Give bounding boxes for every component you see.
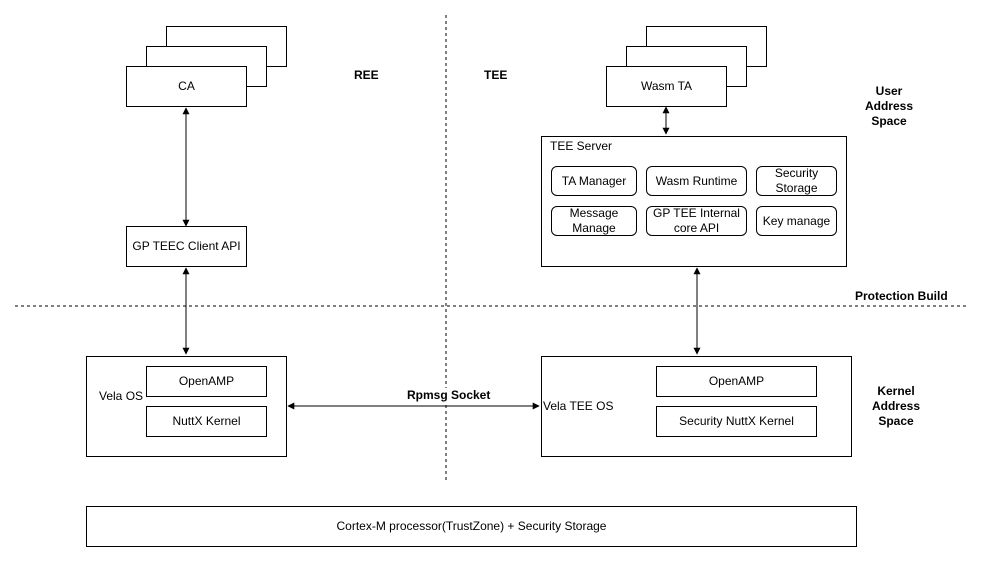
nuttx-kernel-label: NuttX Kernel (172, 414, 241, 428)
hardware-label: Cortex-M processor(TrustZone) + Security… (336, 519, 607, 533)
gp-tee-internal-api-label: GP TEE Internal core API (653, 206, 740, 235)
key-manage-label: Key manage (762, 213, 831, 228)
kernel-address-space-label: Kernel Address Space (871, 384, 921, 428)
ta-manager-module: TA Manager (551, 166, 637, 196)
wasm-runtime-module: Wasm Runtime (646, 166, 747, 196)
gp-tee-internal-api-module: GP TEE Internal core API (646, 206, 747, 236)
wasm-runtime-label: Wasm Runtime (655, 173, 738, 188)
ree-label: REE (354, 68, 379, 82)
client-api-label: GP TEEC Client API (132, 239, 241, 253)
tee-server-title: TEE Server (550, 139, 613, 153)
user-address-space-label: User Address Space (864, 84, 914, 128)
ca-box: CA (126, 66, 247, 107)
rpmsg-socket-label: Rpmsg Socket (406, 388, 492, 403)
message-manage-module: Message Manage (551, 206, 637, 236)
wasm-ta-box: Wasm TA (606, 66, 727, 107)
wasm-ta-label: Wasm TA (640, 79, 693, 93)
security-storage-module: Security Storage (756, 166, 837, 196)
hardware-box: Cortex-M processor(TrustZone) + Security… (86, 506, 857, 547)
security-nuttx-kernel-box: Security NuttX Kernel (656, 406, 817, 437)
ree-openamp-label: OpenAMP (178, 374, 235, 388)
tee-server-box: TEE Server (541, 136, 847, 267)
key-manage-module: Key manage (756, 206, 837, 236)
client-api-box: GP TEEC Client API (126, 226, 247, 267)
ree-openamp-box: OpenAMP (146, 366, 267, 397)
vela-os-label: Vela OS (99, 389, 144, 403)
ta-manager-label: TA Manager (561, 173, 627, 188)
security-nuttx-kernel-label: Security NuttX Kernel (679, 414, 794, 428)
ca-label: CA (178, 79, 195, 93)
tee-label: TEE (484, 68, 508, 82)
protection-build-label: Protection Build (855, 289, 948, 303)
vela-tee-os-label: Vela TEE OS (543, 399, 614, 413)
nuttx-kernel-box: NuttX Kernel (146, 406, 267, 437)
tee-openamp-box: OpenAMP (656, 366, 817, 397)
tee-openamp-label: OpenAMP (708, 374, 765, 388)
message-manage-label: Message Manage (569, 206, 619, 235)
security-storage-label: Security Storage (774, 166, 819, 195)
